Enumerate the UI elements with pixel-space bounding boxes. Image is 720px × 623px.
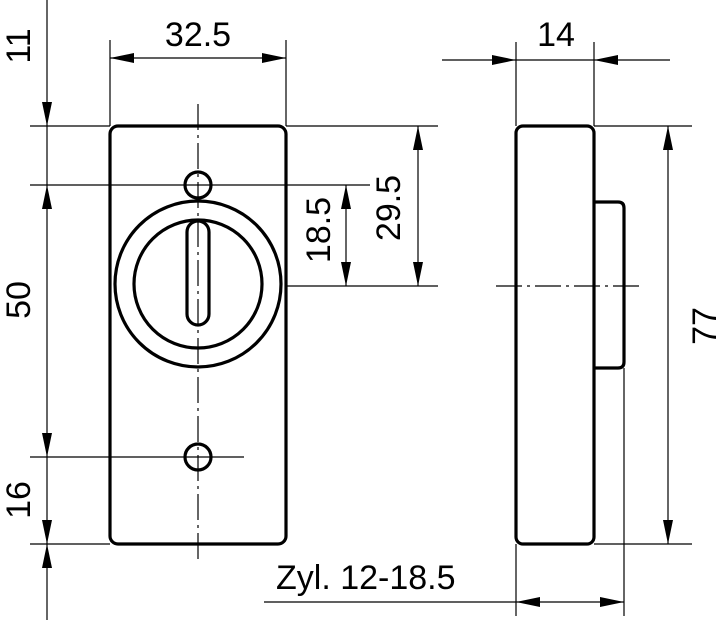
dim-keyhole-center: 18.5 — [300, 197, 338, 263]
side-plate-outline — [514, 124, 596, 546]
dim-top-offset: 11 — [0, 28, 38, 63]
dimension-labels: 32.5 14 11 50 16 18.5 29.5 77 Zyl. 12-18… — [0, 16, 720, 597]
cylinder-range-label: Zyl. 12-18.5 — [276, 559, 456, 597]
dim-cylinder-center: 29.5 — [370, 175, 408, 241]
dim-hole-spacing: 50 — [0, 281, 38, 319]
dim-height-total: 77 — [686, 307, 720, 345]
dim-side-depth: 14 — [537, 16, 575, 54]
side-view — [496, 124, 640, 546]
front-view — [108, 104, 288, 560]
dimension-lines — [42, 0, 673, 620]
cylinder-protrusion — [594, 200, 626, 370]
dim-bottom-offset: 16 — [0, 481, 38, 519]
extension-lines — [30, 40, 692, 616]
dim-front-width: 32.5 — [165, 16, 231, 54]
